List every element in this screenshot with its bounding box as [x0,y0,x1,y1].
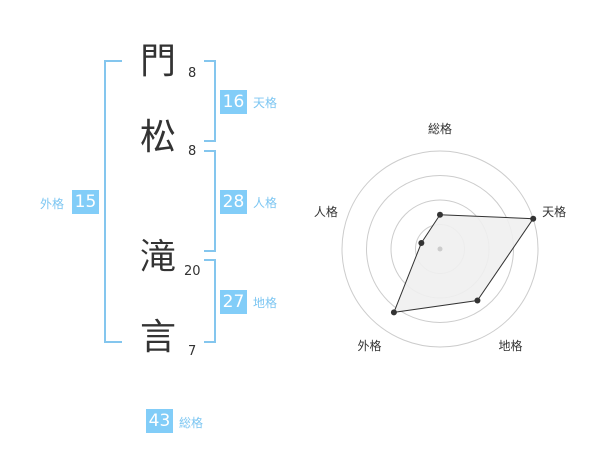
name-char-3: 滝 [140,237,177,278]
radar-axis-label-2: 天格 [542,204,566,219]
radar-grid-ring-3 [366,175,514,323]
radar-point-3 [474,297,481,304]
name-char-2: 松 [140,117,177,158]
stroke-count-3: 20 [184,264,201,279]
stroke-count-1: 8 [188,66,197,81]
radar-axis-label-1: 総格 [428,121,452,136]
jinkaku-label: 人格 [253,196,278,210]
chikaku-label: 地格 [253,296,278,310]
tenkaku-value: 16 [220,90,247,114]
radar-axis-label-3: 地格 [499,338,523,353]
radar-point-4 [390,309,397,316]
soukaku-value: 43 [146,409,173,433]
jinkaku-bracket [204,150,216,252]
stroke-count-2: 8 [188,144,197,159]
tenkaku-label: 天格 [253,96,278,110]
jinkaku-value: 28 [220,190,247,214]
radar-point-5 [418,239,425,246]
gaikaku-bracket [104,60,122,343]
radar-grid-ring-4 [341,150,539,348]
radar-point-2 [530,215,537,222]
radar-center-point [437,246,443,252]
tenkaku-bracket [204,60,216,142]
name-char-1: 門 [140,41,177,82]
chikaku-bracket [204,259,216,343]
radar-axis-label-4: 外格 [357,338,381,353]
radar-axis-label-5: 人格 [314,204,338,219]
chikaku-value: 27 [220,290,247,314]
gaikaku-value: 15 [72,190,99,214]
radar-data-area [393,214,535,314]
stroke-count-4: 7 [188,344,197,359]
radar-point-1 [437,211,443,218]
soukaku-label: 総格 [179,416,204,430]
gaikaku-label: 外格 [40,197,65,211]
name-char-4: 言 [140,317,177,358]
